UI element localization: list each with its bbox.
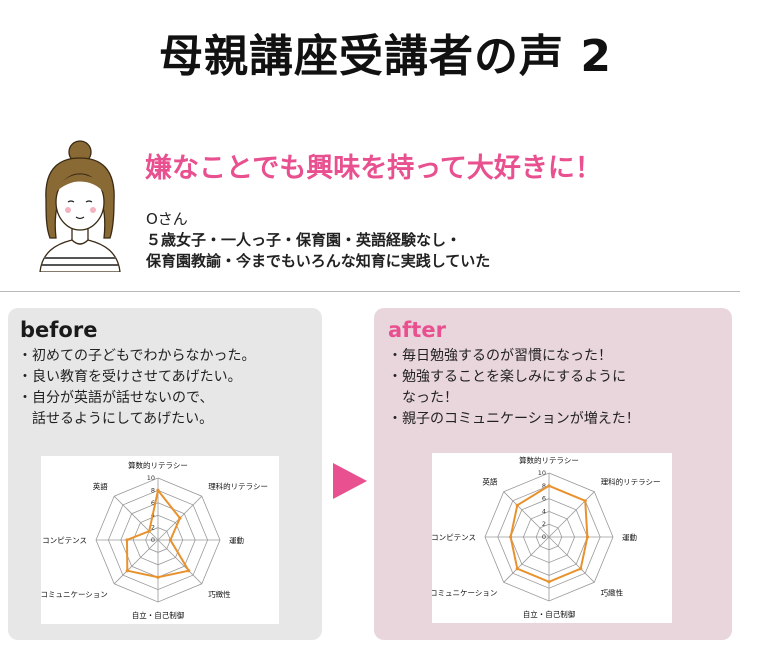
radar-category-label: 理科的リテラシー	[601, 476, 661, 486]
before-point-3: ・自分が英語が話せないので、	[18, 390, 214, 406]
radar-category-label: コンピテンス	[42, 536, 87, 545]
radar-scale-tick: 8	[151, 486, 155, 494]
radar-scale-tick: 6	[151, 499, 155, 507]
radar-point	[515, 503, 519, 507]
radar-point	[147, 529, 151, 533]
radar-point	[168, 538, 172, 542]
radar-category-label: コミュニケーション	[41, 590, 108, 599]
after-title: after	[388, 318, 446, 342]
radar-point	[515, 567, 519, 571]
radar-scale-tick: 6	[542, 495, 546, 503]
after-point-2: ・勉強することを楽しみにするように	[388, 369, 627, 385]
radar-scale-tick: 2	[542, 520, 546, 528]
radar-category-label: 英語	[482, 476, 497, 486]
radar-spoke	[503, 536, 550, 583]
radar-spoke	[113, 495, 159, 541]
radar-scale-tick: 0	[542, 533, 546, 541]
before-points: ・初めての子どもでわからなかった。 ・良い教育を受けさせてあげたい。 ・自分が英…	[18, 346, 255, 430]
radar-category-label: 運動	[622, 533, 637, 542]
radar-category-label: 自立・自己制御	[132, 610, 185, 620]
person-detail-2: 保育園教諭・今までもいろんな知育に実践していた	[146, 252, 491, 270]
after-points: ・毎日勉強するのが習慣になった！ ・勉強することを楽しみにするように なった！ …	[388, 346, 640, 430]
page-title: 母親講座受講者の声 2	[159, 31, 612, 82]
before-radar-svg: 0246810算数的リテラシー理科的リテラシー運動巧緻性自立・自己制御コミュニケ…	[41, 460, 268, 620]
before-title: before	[20, 318, 98, 342]
radar-point	[187, 569, 191, 573]
play-arrow-icon	[333, 463, 367, 499]
radar-point	[125, 538, 129, 542]
after-point-1: ・毎日勉強するのが習慣になった！	[388, 348, 612, 364]
before-point-1: ・初めての子どもでわからなかった。	[18, 348, 256, 364]
radar-category-label: コンピテンス	[432, 533, 476, 542]
woman-avatar	[39, 140, 121, 272]
radar-category-label: 運動	[229, 536, 244, 545]
radar-scale-tick: 4	[542, 507, 546, 515]
before-panel: before ・初めての子どもでわからなかった。 ・良い教育を受けさせてあげたい…	[8, 308, 322, 640]
before-point-2: ・良い教育を受けさせてあげたい。	[18, 369, 242, 385]
radar-point	[583, 499, 587, 503]
radar-spoke	[157, 539, 203, 585]
radar-point	[547, 580, 551, 584]
radar-point	[585, 535, 589, 539]
radar-scale-tick: 10	[147, 474, 155, 482]
person-detail-1: ５歳女子・一人っ子・保育園・英語経験なし・	[146, 231, 462, 249]
section-divider	[0, 291, 740, 292]
radar-spoke	[548, 491, 595, 538]
person-name: Oさん	[146, 210, 188, 228]
radar-scale-tick: 2	[151, 524, 155, 532]
radar-point	[579, 567, 583, 571]
radar-scale-tick: 10	[538, 469, 546, 477]
after-panel: after ・毎日勉強するのが習慣になった！ ・勉強することを楽しみにするように…	[374, 308, 732, 640]
radar-category-label: 自立・自己制御	[523, 609, 576, 619]
radar-point	[156, 575, 160, 579]
radar-category-label: 算数的リテラシー	[519, 455, 579, 465]
headline: 嫌なことでも興味を持って大好きに！	[145, 153, 602, 184]
after-point-3: なった！	[388, 390, 458, 406]
radar-category-label: 巧緻性	[208, 589, 231, 599]
radar-spoke	[503, 491, 550, 538]
radar-spoke	[548, 536, 595, 583]
after-point-4: ・親子のコミュニケーションが増えた！	[388, 411, 640, 427]
after-radar-chart: 0 2 4 6 8 10 算数的リテラシー理科的リテラシー運動巧緻性自立・自己制御 コミュニケ…	[432, 453, 672, 623]
radar-spoke	[113, 539, 159, 585]
radar-point	[178, 516, 182, 520]
radar-category-label: 巧緻性	[601, 588, 624, 598]
radar-category-label: 算数的リテラシー	[128, 460, 188, 470]
radar-category-label: 英語	[93, 481, 108, 491]
radar-scale-tick: 8	[542, 482, 546, 490]
radar-scale-tick: 0	[151, 536, 155, 544]
person-info: Oさん ５歳女子・一人っ子・保育園・英語経験なし・ 保育園教諭・今までもいろんな…	[146, 209, 490, 272]
radar-point	[156, 488, 160, 492]
before-point-4: 話せるようにしてあげたい。	[18, 411, 214, 427]
radar-point	[547, 484, 551, 488]
radar-category-label: 理科的リテラシー	[208, 481, 268, 491]
radar-point	[509, 535, 513, 539]
radar-point	[125, 569, 129, 573]
radar-category-label: コミュニケーション	[432, 589, 497, 598]
